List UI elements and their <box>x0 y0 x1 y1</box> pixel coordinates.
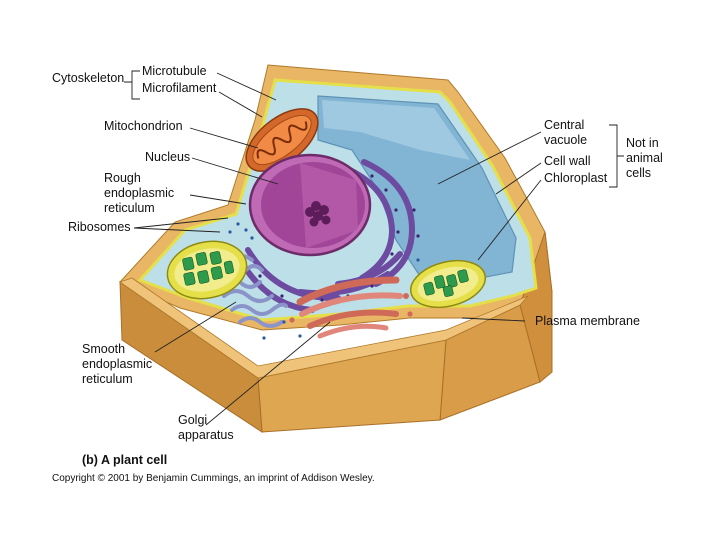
vacuole-highlight <box>322 100 470 160</box>
label-golgi-1: Golgi <box>178 413 207 427</box>
label-chloroplast: Chloroplast <box>544 171 608 185</box>
label-plasma-membrane: Plasma membrane <box>535 314 640 328</box>
golgi-vesicles <box>289 293 413 323</box>
label-mitochondrion: Mitochondrion <box>104 119 183 133</box>
label-golgi-2: apparatus <box>178 428 234 442</box>
label-microtubule: Microtubule <box>142 64 207 78</box>
label-not-in-animal-2: animal <box>626 151 663 165</box>
label-rough-er-1: Rough <box>104 171 141 185</box>
chloroplast-right <box>409 260 487 308</box>
label-rough-er-3: reticulum <box>104 201 155 215</box>
mitochondrion <box>245 108 319 172</box>
leader-lines <box>124 70 624 426</box>
copyright-notice: Copyright © 2001 by Benjamin Cummings, a… <box>52 473 375 484</box>
chloroplast-left <box>166 240 248 300</box>
rough-er-fold <box>361 159 416 287</box>
rough-er-fold <box>245 247 341 302</box>
label-ribosomes: Ribosomes <box>68 220 131 234</box>
nucleolus <box>305 201 331 227</box>
label-cytoskeleton: Cytoskeleton <box>52 71 124 85</box>
thylakoid-grana <box>423 269 469 297</box>
nucleus-cutaway <box>300 163 358 248</box>
label-nucleus: Nucleus <box>145 150 190 164</box>
free-ribosomes <box>228 222 420 340</box>
figure-caption: (b) A plant cell <box>82 453 167 467</box>
rough-er-fold <box>347 167 396 281</box>
label-not-in-animal-1: Not in <box>626 136 659 150</box>
label-microfilament: Microfilament <box>142 81 217 95</box>
label-smooth-er-2: endoplasmic <box>82 357 152 371</box>
label-cell-wall: Cell wall <box>544 154 591 168</box>
label-central-vacuole-2: vacuole <box>544 133 587 147</box>
golgi-apparatus <box>296 276 403 339</box>
thylakoid-grana <box>182 251 235 286</box>
labels: Cytoskeleton Microtubule Microfilament M… <box>52 64 663 442</box>
label-rough-er-2: endoplasmic <box>104 186 174 200</box>
mitochondrion-cristae <box>256 121 308 159</box>
label-smooth-er-1: Smooth <box>82 342 125 356</box>
nucleus <box>248 153 372 257</box>
label-not-in-animal-3: cells <box>626 166 651 180</box>
rough-er-fold <box>241 263 315 313</box>
label-central-vacuole-1: Central <box>544 118 584 132</box>
cell-wall-rim <box>119 277 529 379</box>
label-smooth-er-3: reticulum <box>82 372 133 386</box>
